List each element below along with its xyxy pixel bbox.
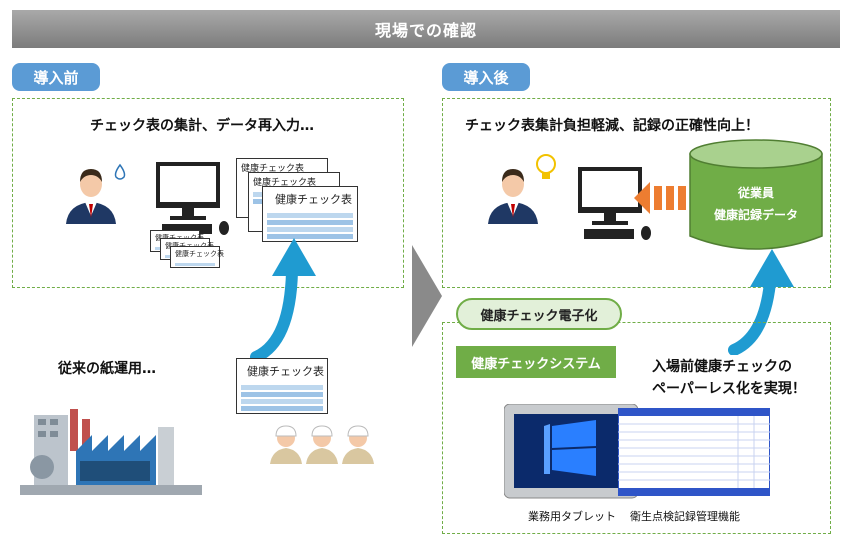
sheet-title-partial: 健康チェック表 xyxy=(253,178,317,188)
before-headline: チェック表の集計、データ再入力… xyxy=(90,118,314,134)
paperless-message-line1: 入場前健康チェックの xyxy=(652,359,792,375)
factory-icon xyxy=(20,409,202,495)
paper-sheet: 健康チェック表 xyxy=(236,358,328,414)
after-tag: 導入後 xyxy=(442,63,530,91)
paper-sheet-title: 健康チェック表 xyxy=(247,365,324,378)
paperless-message-line2: ペーパーレス化を実現！ xyxy=(652,381,806,397)
upload-arrow-right xyxy=(728,249,794,355)
before-tag: 導入前 xyxy=(12,63,100,91)
computer-monitor-icon xyxy=(156,162,229,235)
before-panel xyxy=(12,98,404,288)
health-check-sheet: 健康チェック表 xyxy=(262,186,358,242)
data-transfer-arrow xyxy=(634,182,686,214)
site-workers-icon xyxy=(270,425,374,464)
database-icon xyxy=(689,139,823,250)
tablet-caption: 業務用タブレット xyxy=(528,510,616,523)
database-label-line1: 従業員 xyxy=(737,186,774,200)
upload-arrow-left xyxy=(250,238,316,362)
digitalization-pill: 健康チェック電子化 xyxy=(456,298,622,330)
database-label: 従業員 健康記録データ xyxy=(688,182,824,226)
database-label-line2: 健康記録データ xyxy=(713,208,798,222)
worker-idea-icon xyxy=(488,169,538,224)
lightbulb-icon xyxy=(536,154,556,179)
computer-monitor-icon xyxy=(578,167,651,240)
sheet-title: 健康チェック表 xyxy=(275,193,352,206)
sweat-drop-icon xyxy=(114,163,126,180)
digital-panel xyxy=(442,322,831,534)
after-headline: チェック表集計負担軽減、記録の正確性向上！ xyxy=(465,118,759,134)
conventional-headline: 従来の紙運用… xyxy=(58,361,156,377)
worker-worried-icon xyxy=(66,169,116,224)
small-sheet: 健康チェック表 xyxy=(170,246,224,268)
function-caption: 衛生点検記録管理機能 xyxy=(630,510,740,523)
tablet-device xyxy=(504,404,638,499)
after-panel xyxy=(442,98,831,288)
record-management-screen xyxy=(618,408,770,496)
page-title: 現場での確認 xyxy=(12,10,840,48)
sheet-title-partial: 健康チェック表 xyxy=(241,164,305,174)
flow-chevron xyxy=(412,245,442,347)
health-check-system-label: 健康チェックシステム xyxy=(456,346,616,378)
